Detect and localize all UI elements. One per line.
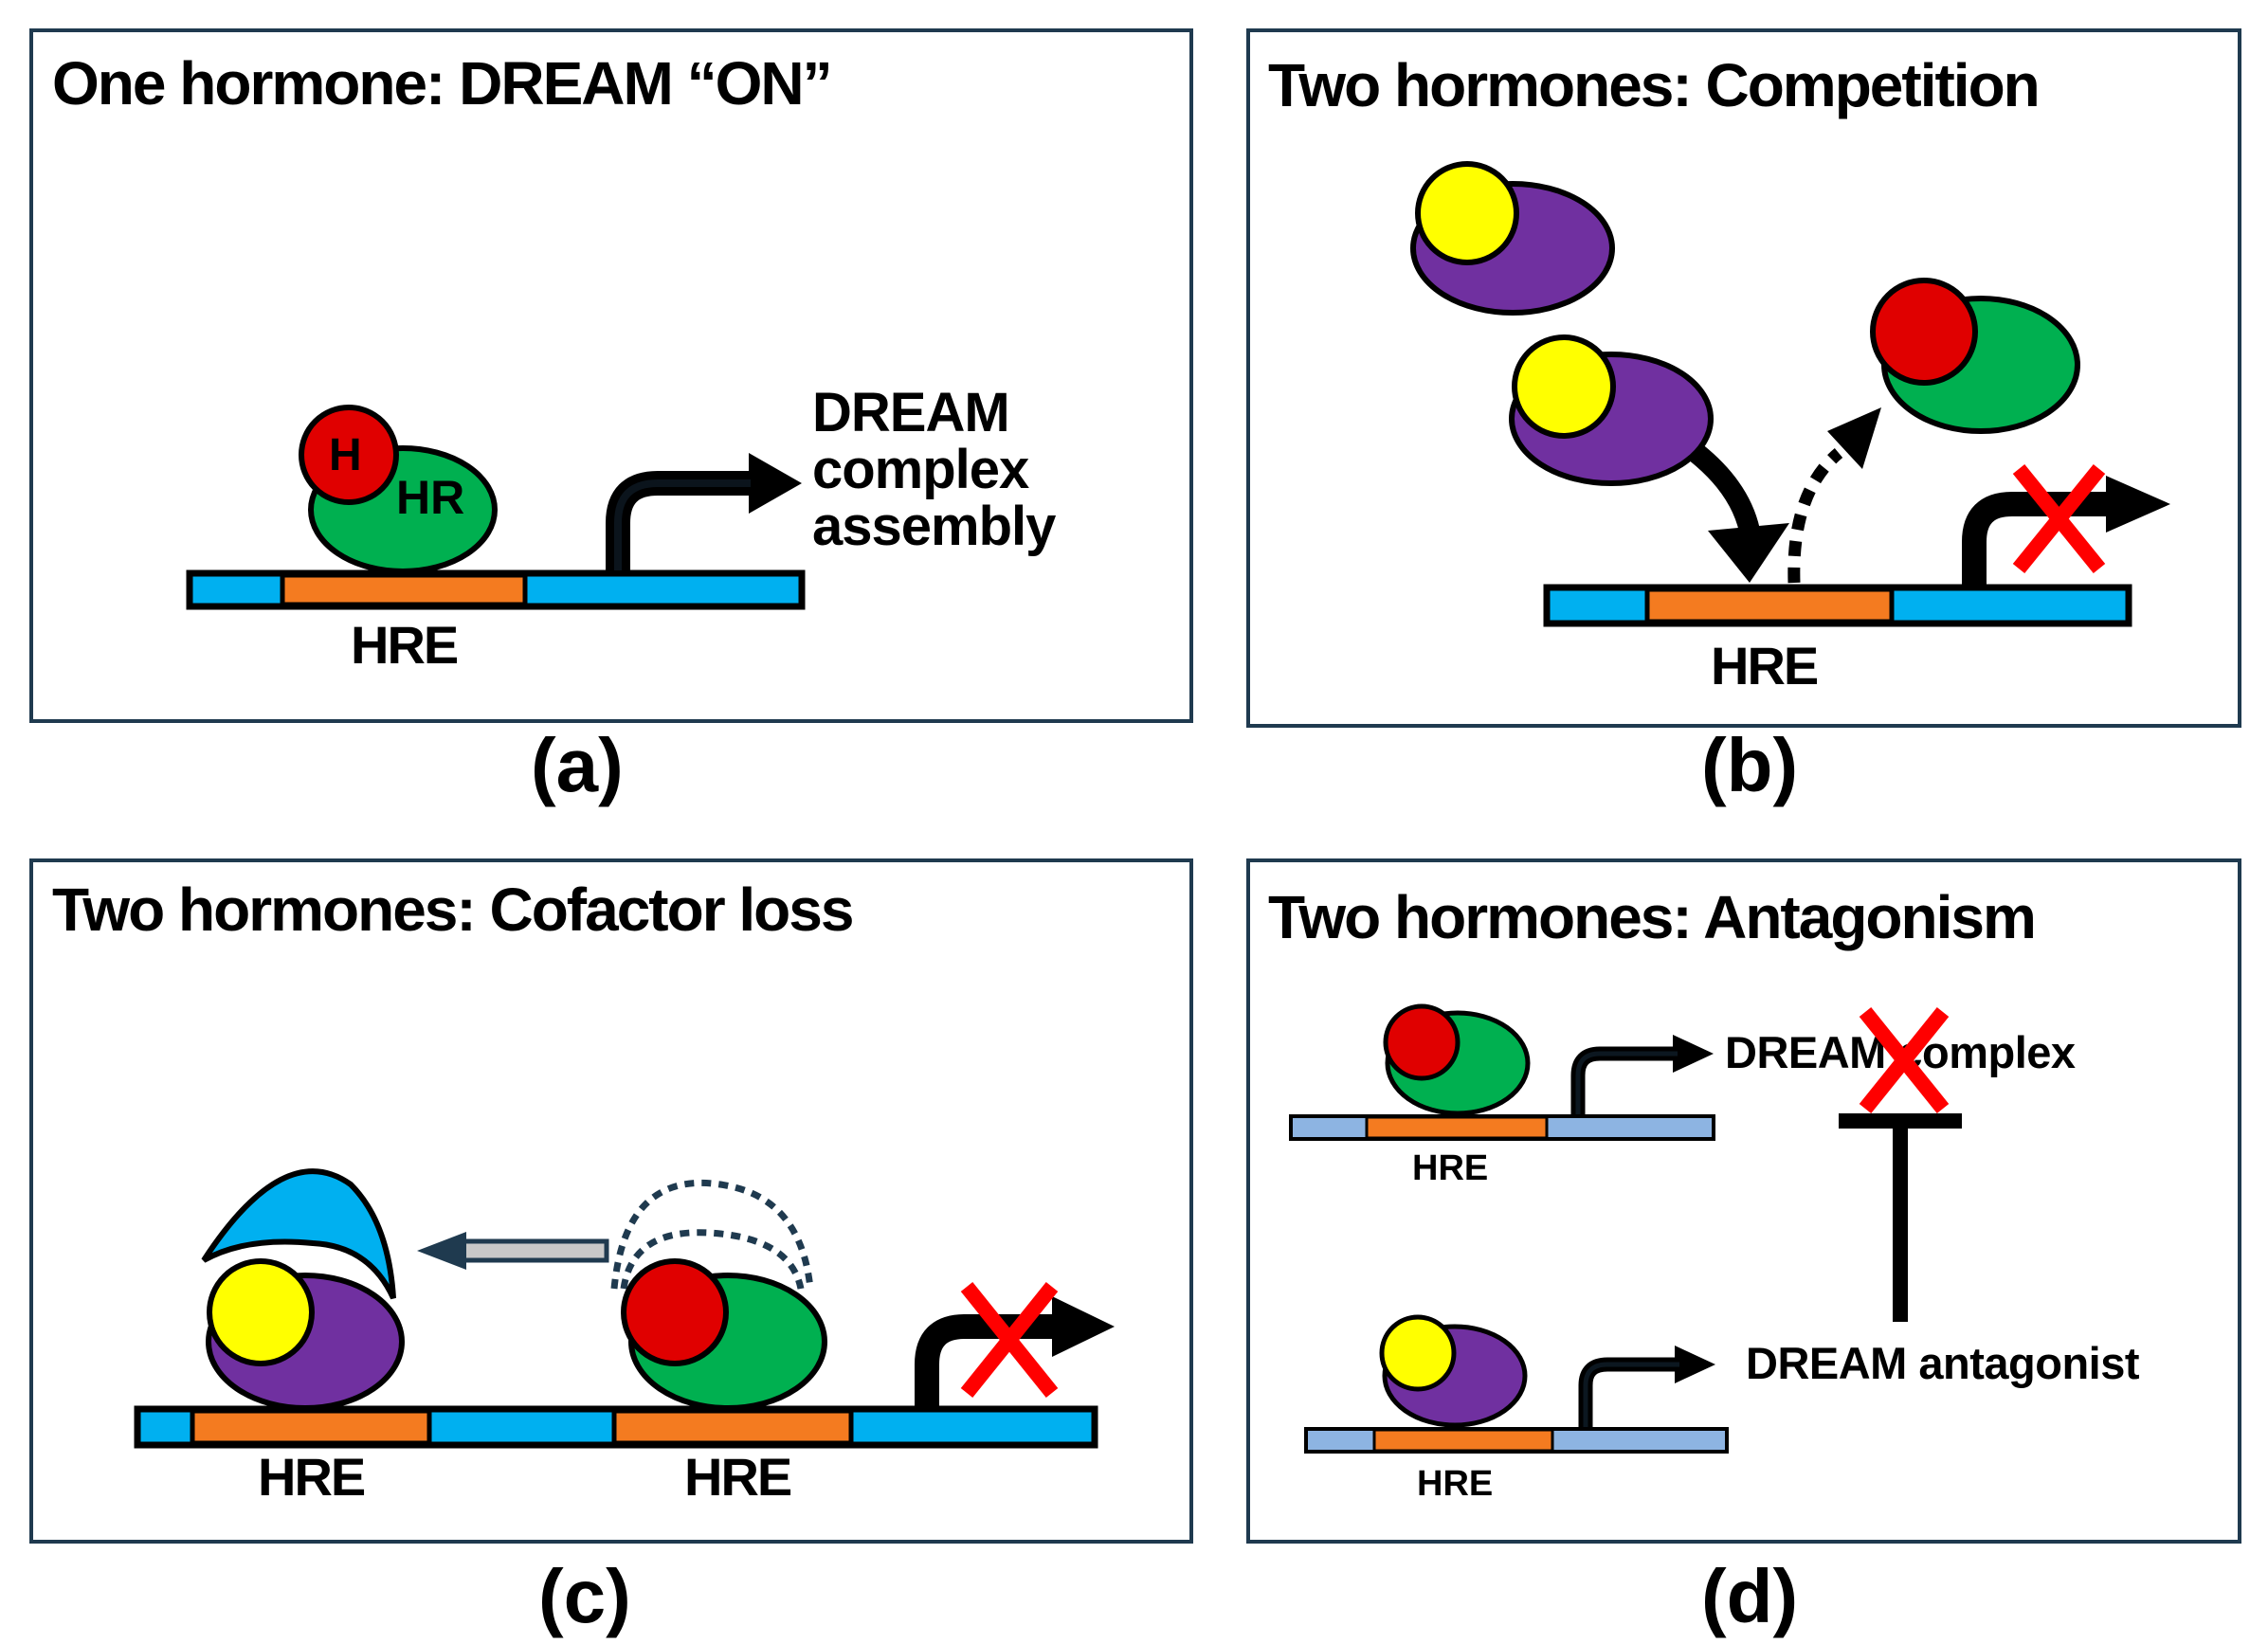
hre-label: HRE — [1412, 1148, 1488, 1188]
panel-b: Two hormones: Competition HRE (b) — [1246, 28, 2241, 807]
panel-b-title: Two hormones: Competition — [1268, 51, 2039, 119]
yellow-hormone — [207, 1258, 315, 1366]
hre-segment — [280, 572, 528, 607]
dna-strand — [1543, 584, 2132, 627]
hre-label: HRE — [684, 1447, 791, 1507]
panel-c-caption: (c) — [538, 1554, 631, 1638]
cofactor-crescent — [201, 1168, 396, 1300]
hre-segment — [190, 1408, 432, 1446]
yellow-hormone — [1415, 161, 1519, 265]
transcription-arrow — [1570, 1046, 1678, 1114]
panel-d-title: Two hormones: Antagonism — [1268, 883, 2035, 951]
panel-a: One hormone: DREAM “ON” HRE HR H DREAM c… — [29, 28, 1193, 807]
dna-strand — [1304, 1427, 1729, 1454]
dna-strand — [186, 569, 806, 610]
hre-segment — [1644, 587, 1895, 624]
block-cross-icon — [1859, 1006, 1950, 1114]
red-hormone — [1383, 1003, 1461, 1081]
panel-c-title: Two hormones: Cofactor loss — [52, 876, 852, 944]
hormone-label: H — [329, 430, 362, 480]
output-label-line3: assembly — [812, 496, 1056, 557]
transcription-arrow — [1578, 1357, 1679, 1427]
panel-d: Two hormones: Antagonism HRE DREAM compl… — [1246, 858, 2241, 1638]
dna-strand — [1289, 1114, 1715, 1141]
panel-d-caption: (d) — [1701, 1554, 1798, 1638]
receptor-label: HR — [396, 471, 464, 524]
binding-arrow — [1690, 444, 1760, 533]
red-hormone — [1870, 278, 1978, 386]
yellow-hormone — [1512, 334, 1616, 439]
hre-segment — [1372, 1428, 1554, 1453]
hre-label: HRE — [1417, 1464, 1493, 1504]
panel-a-caption: (a) — [531, 723, 624, 807]
panel-d-frame — [1246, 858, 2241, 1544]
block-cross-icon — [2012, 463, 2106, 574]
output-label-line2: complex — [812, 439, 1029, 500]
block-cross-icon — [960, 1281, 1059, 1399]
hre-label: HRE — [258, 1447, 365, 1507]
red-hormone — [621, 1258, 729, 1366]
yellow-hormone — [1379, 1314, 1457, 1392]
hre-segment — [1365, 1115, 1549, 1140]
absent-cofactor-outline — [610, 1179, 814, 1290]
transcription-arrow — [915, 1314, 1061, 1407]
transcription-arrow — [1962, 492, 2114, 585]
hre-label: HRE — [1711, 636, 1818, 696]
panel-a-frame — [29, 28, 1193, 723]
transcription-arrow — [606, 471, 751, 570]
output-label-line1: DREAM — [812, 382, 1009, 443]
panel-b-caption: (b) — [1701, 723, 1798, 807]
hre-segment — [611, 1408, 854, 1446]
hre-label: HRE — [351, 615, 458, 675]
cofactor-transfer-arrow — [417, 1232, 609, 1270]
inhibition-bar — [1839, 1113, 1962, 1322]
panel-c: Two hormones: Cofactor loss HRE HRE — [29, 858, 1193, 1638]
hormone-circle — [299, 405, 399, 505]
bottom-output-label: DREAM antagonist — [1746, 1338, 2140, 1388]
dna-strand — [134, 1405, 1098, 1449]
panel-a-title: One hormone: DREAM “ON” — [52, 49, 831, 117]
